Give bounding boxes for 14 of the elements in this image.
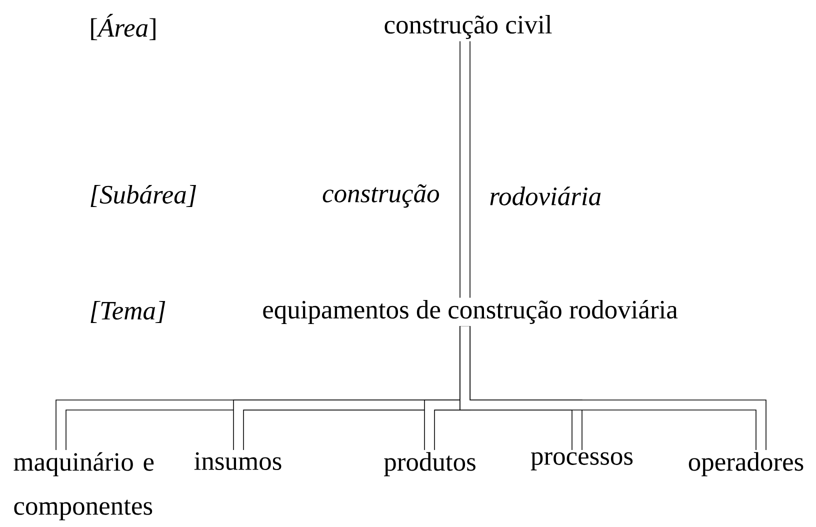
double-connector (460, 40, 470, 298)
branch-term: produtos (384, 452, 476, 476)
branch-term: maquinário e componentes (14, 452, 154, 520)
area-term: construção civil (384, 14, 552, 40)
level-label: [Subárea] (90, 185, 196, 207)
level-label: [Área] (91, 14, 156, 40)
branch-term: insumos (194, 452, 282, 470)
topic-term: equipamentos de construção rodoviária (263, 300, 678, 324)
double-connector (460, 326, 766, 450)
subarea-label: construção (322, 184, 440, 208)
branch-term: processos (530, 452, 633, 470)
subarea-label: rodoviária (490, 186, 601, 206)
branch-term: operadores (688, 452, 804, 476)
level-label: [Tema] (90, 301, 166, 323)
